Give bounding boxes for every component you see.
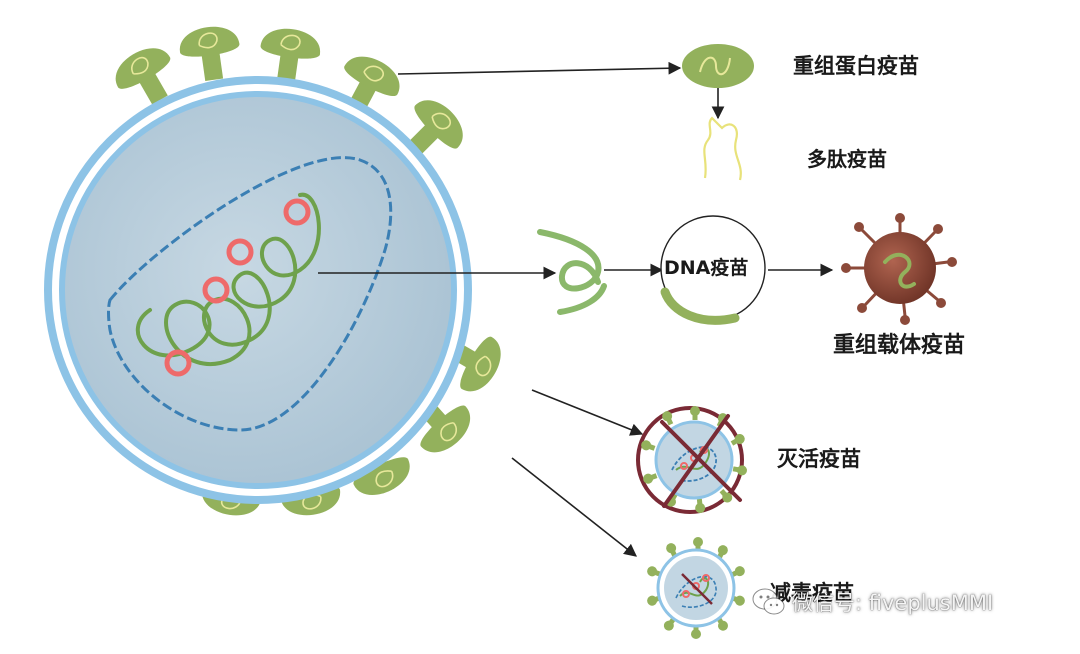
label-recombinant-vector-vaccine: 重组载体疫苗 xyxy=(833,333,966,358)
attenuated-virus-icon xyxy=(645,537,747,639)
arrow-to-inactivated xyxy=(531,389,644,436)
arrow-to-protein xyxy=(397,61,682,75)
label-peptide-vaccine: 多肽疫苗 xyxy=(807,147,887,171)
rna-strand xyxy=(135,192,321,367)
watermark-text: 微信号: fiveplusMMI xyxy=(792,591,994,615)
arrows xyxy=(318,61,834,557)
strike-x-icon xyxy=(660,414,742,508)
main-virus xyxy=(44,22,511,521)
watermark: 微信号: fiveplusMMI xyxy=(752,587,993,617)
inner-membrane xyxy=(59,91,457,489)
vector-virus-icon xyxy=(841,213,957,325)
capsid-outline xyxy=(107,156,393,432)
protein-antigen-icon xyxy=(682,44,754,88)
label-inactivated-vaccine: 灭活疫苗 xyxy=(777,447,861,471)
wechat-icon xyxy=(752,588,785,615)
label-recombinant-protein-vaccine: 重组蛋白疫苗 xyxy=(793,54,919,78)
peptide-icon xyxy=(703,116,742,181)
rna-dot xyxy=(164,198,311,377)
inactivated-virus-icon xyxy=(636,406,748,514)
dna-plasmid-icon xyxy=(660,215,766,325)
rna-fragment-icon xyxy=(537,229,607,315)
label-attenuated-vaccine: 减毒疫苗 xyxy=(770,581,854,605)
label-dna-vaccine: DNA疫苗 xyxy=(664,257,749,279)
arrow-to-attenuated xyxy=(511,457,638,557)
